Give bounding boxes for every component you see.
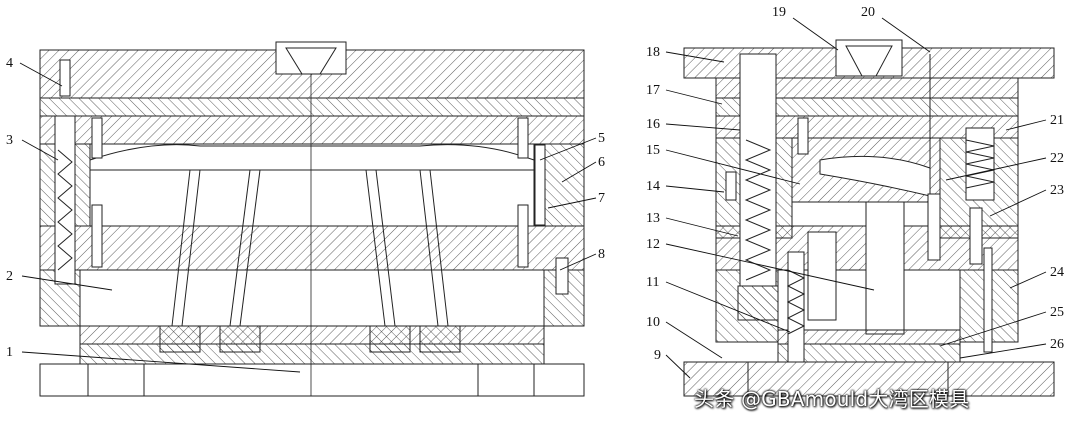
callout-19: 19 <box>772 5 786 20</box>
callout-17: 17 <box>646 83 660 98</box>
callout-3: 3 <box>6 133 13 148</box>
callout-11: 11 <box>646 275 659 290</box>
callout-26: 26 <box>1050 337 1064 352</box>
callout-8: 8 <box>598 247 605 262</box>
callout-25: 25 <box>1050 305 1064 320</box>
callout-4: 4 <box>6 56 13 71</box>
callout-6: 6 <box>598 155 605 170</box>
callout-1: 1 <box>6 345 13 360</box>
callout-13: 13 <box>646 211 660 226</box>
callout-12: 12 <box>646 237 660 252</box>
callout-15: 15 <box>646 143 660 158</box>
watermark: 头条 @GBAmould大湾区模具 <box>694 387 970 411</box>
callout-24: 24 <box>1050 265 1064 280</box>
left-section-view <box>39 41 585 397</box>
callout-2: 2 <box>6 269 13 284</box>
callout-23: 23 <box>1050 183 1064 198</box>
callout-5: 5 <box>598 131 605 146</box>
callout-20: 20 <box>861 5 875 20</box>
callout-21: 21 <box>1050 113 1064 128</box>
leader-lines <box>19 17 1047 379</box>
callout-16: 16 <box>646 117 660 132</box>
callout-18: 18 <box>646 45 660 60</box>
callout-22: 22 <box>1050 151 1064 166</box>
callout-7: 7 <box>598 191 605 206</box>
callout-14: 14 <box>646 179 660 194</box>
callout-labels: 1 2 3 4 5 6 7 8 9 10 11 12 13 14 15 16 1… <box>6 5 1064 363</box>
callout-10: 10 <box>646 315 660 330</box>
right-section-view <box>683 39 1055 397</box>
callout-9: 9 <box>654 348 661 363</box>
